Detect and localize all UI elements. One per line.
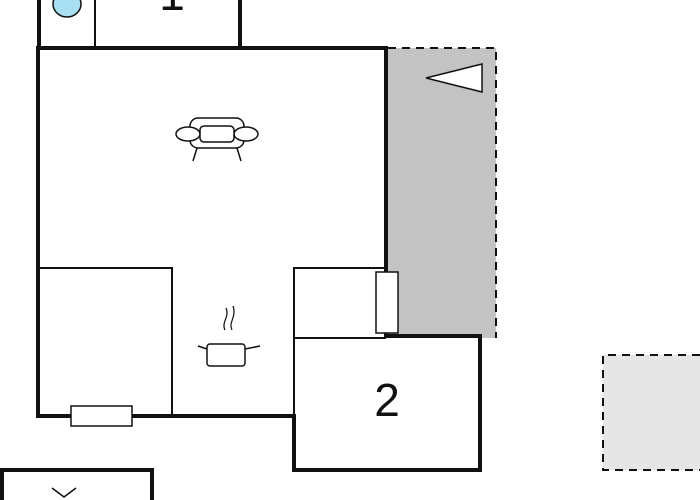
room-label-bedroom: 2 <box>374 374 400 426</box>
terrace-area <box>388 48 496 338</box>
outdoor-area <box>603 355 700 470</box>
bed-icon <box>51 487 77 498</box>
window-terrace <box>375 271 399 334</box>
sink-icon <box>52 0 82 18</box>
bottom-left-room <box>0 468 154 500</box>
window-bottom <box>70 405 133 427</box>
sofa-icon <box>175 117 259 162</box>
cooking-pot-icon <box>197 305 261 367</box>
outdoor-dashed-border <box>602 354 700 471</box>
terrace-triangle-icon <box>425 63 483 93</box>
terrace-dashed-border <box>388 47 497 338</box>
interior-walls <box>38 0 386 416</box>
room-label-bathroom: 1 <box>159 0 185 20</box>
